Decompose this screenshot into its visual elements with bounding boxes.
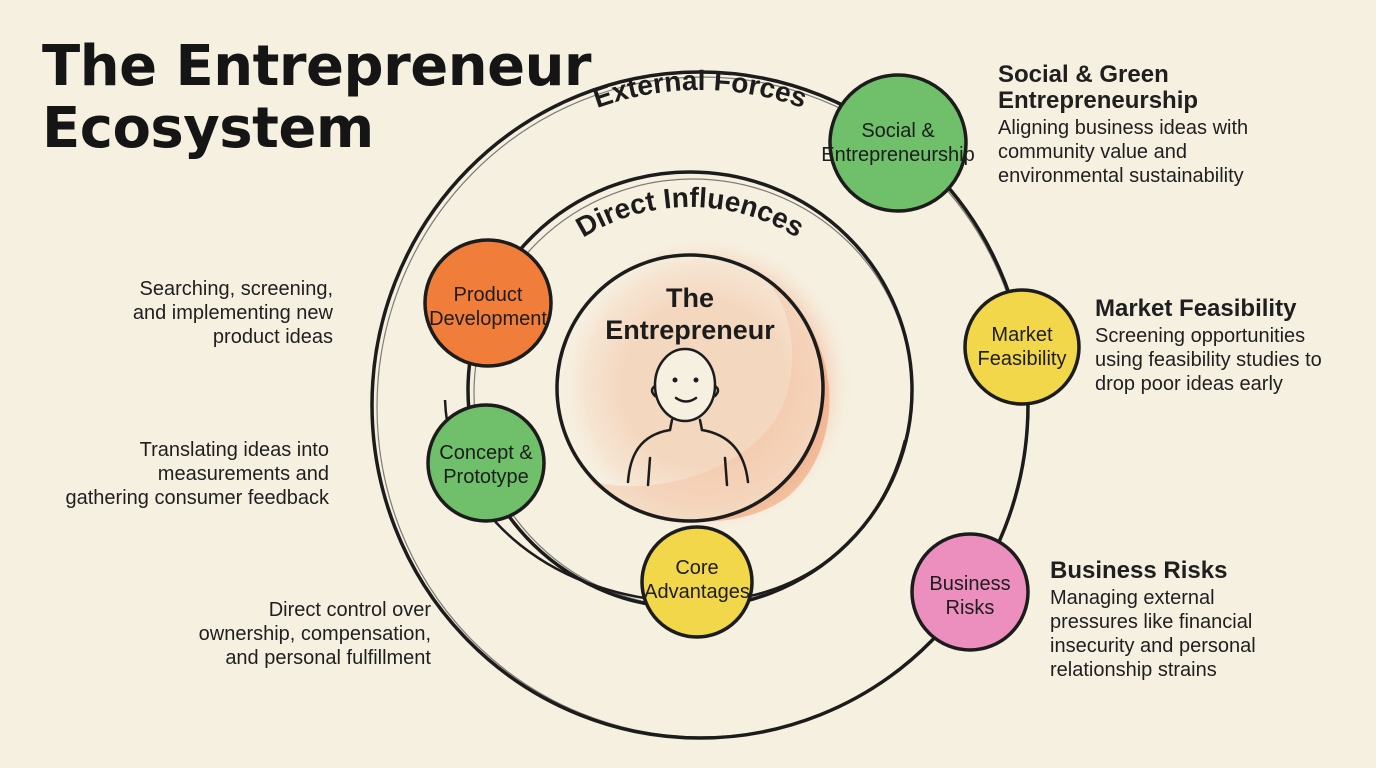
node-market-circle <box>963 288 1081 406</box>
node-product-circle <box>423 238 553 368</box>
node-core: Core Advantages <box>644 557 750 603</box>
annotation-risks: Business Risks Managing external pressur… <box>1050 557 1256 682</box>
outer-ring-label: External Forces <box>589 65 811 114</box>
annotation-concept: Translating ideas into measurements and … <box>65 439 330 509</box>
annotation-product: Searching, screening, and implementing n… <box>132 278 333 348</box>
annotation-market: Market Feasibility Screening opportuniti… <box>1095 295 1322 396</box>
outer-ring-sketch <box>376 76 1028 738</box>
node-risks: Business Risks <box>929 573 1011 619</box>
node-core-circle <box>640 525 754 639</box>
node-concept-circle <box>426 403 546 523</box>
person-figure <box>626 347 750 487</box>
node-product: Product Development <box>429 284 547 330</box>
middle-ring-label: Direct Influences <box>571 182 810 243</box>
node-concept: Concept & Prototype <box>439 442 533 488</box>
node-market: Market Feasibility <box>977 324 1067 370</box>
node-risks-circle <box>910 532 1030 652</box>
center-label: The Entrepreneur <box>605 283 775 345</box>
node-social: Social & Entrepreneurship <box>821 120 975 166</box>
node-circles <box>423 73 1081 652</box>
annotation-social: Social & Green Entrepreneurship Aligning… <box>998 61 1249 188</box>
annotation-core: Direct control over ownership, compensat… <box>198 599 431 669</box>
page-title: The Entrepreneur Ecosystem <box>42 34 592 161</box>
node-social-circle <box>828 73 968 213</box>
